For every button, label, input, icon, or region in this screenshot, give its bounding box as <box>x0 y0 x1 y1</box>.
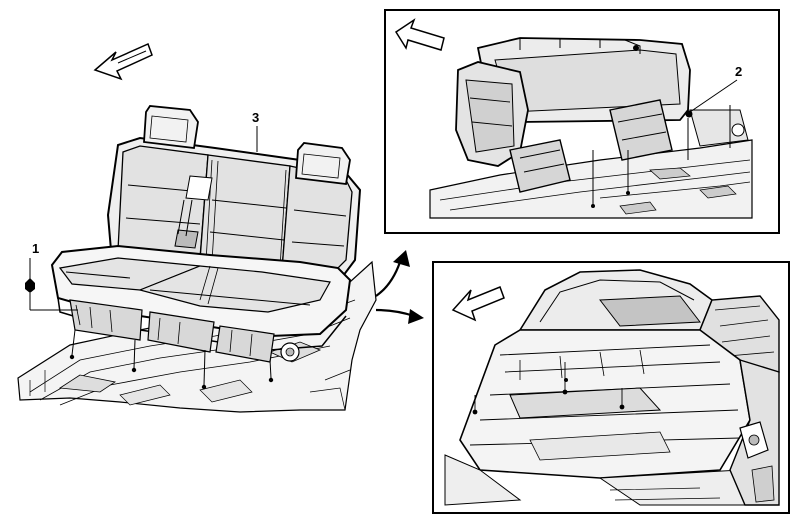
callout-label-2: 2 <box>735 64 742 79</box>
forward-arrow-icon-inset-bottom <box>451 286 505 322</box>
rear-floor <box>444 329 761 506</box>
inset-folded-seat: 2 <box>384 9 780 234</box>
forward-arrow-icon-inset-top <box>394 18 445 51</box>
headrest-right <box>295 142 351 185</box>
callout-label-1: 1 <box>32 241 39 256</box>
callout-1: 1 <box>25 241 78 311</box>
callout-3: 3 <box>252 110 259 152</box>
nut-icon <box>25 278 35 293</box>
inset-risers <box>509 99 673 193</box>
headrest-left <box>143 105 199 149</box>
flipped-cushion <box>455 61 529 167</box>
callout-2: 2 <box>685 64 742 118</box>
fastener-leaders <box>69 329 274 390</box>
curved-arrow-icon <box>375 250 410 297</box>
folded-seat-back <box>476 37 691 123</box>
callout-label-3: 3 <box>252 110 259 125</box>
forward-arrow-icon <box>93 42 153 81</box>
curved-arrow-icon-lower <box>375 308 424 324</box>
inset-top-leaders <box>591 105 731 208</box>
side-panel <box>729 358 780 506</box>
floor-anchors <box>472 362 625 415</box>
seat-riser <box>69 299 300 363</box>
main-seat-view: 1 3 <box>17 42 424 413</box>
inset-top-floor <box>429 109 753 219</box>
inset-empty-floor <box>432 261 790 514</box>
stud-icon <box>685 110 693 118</box>
